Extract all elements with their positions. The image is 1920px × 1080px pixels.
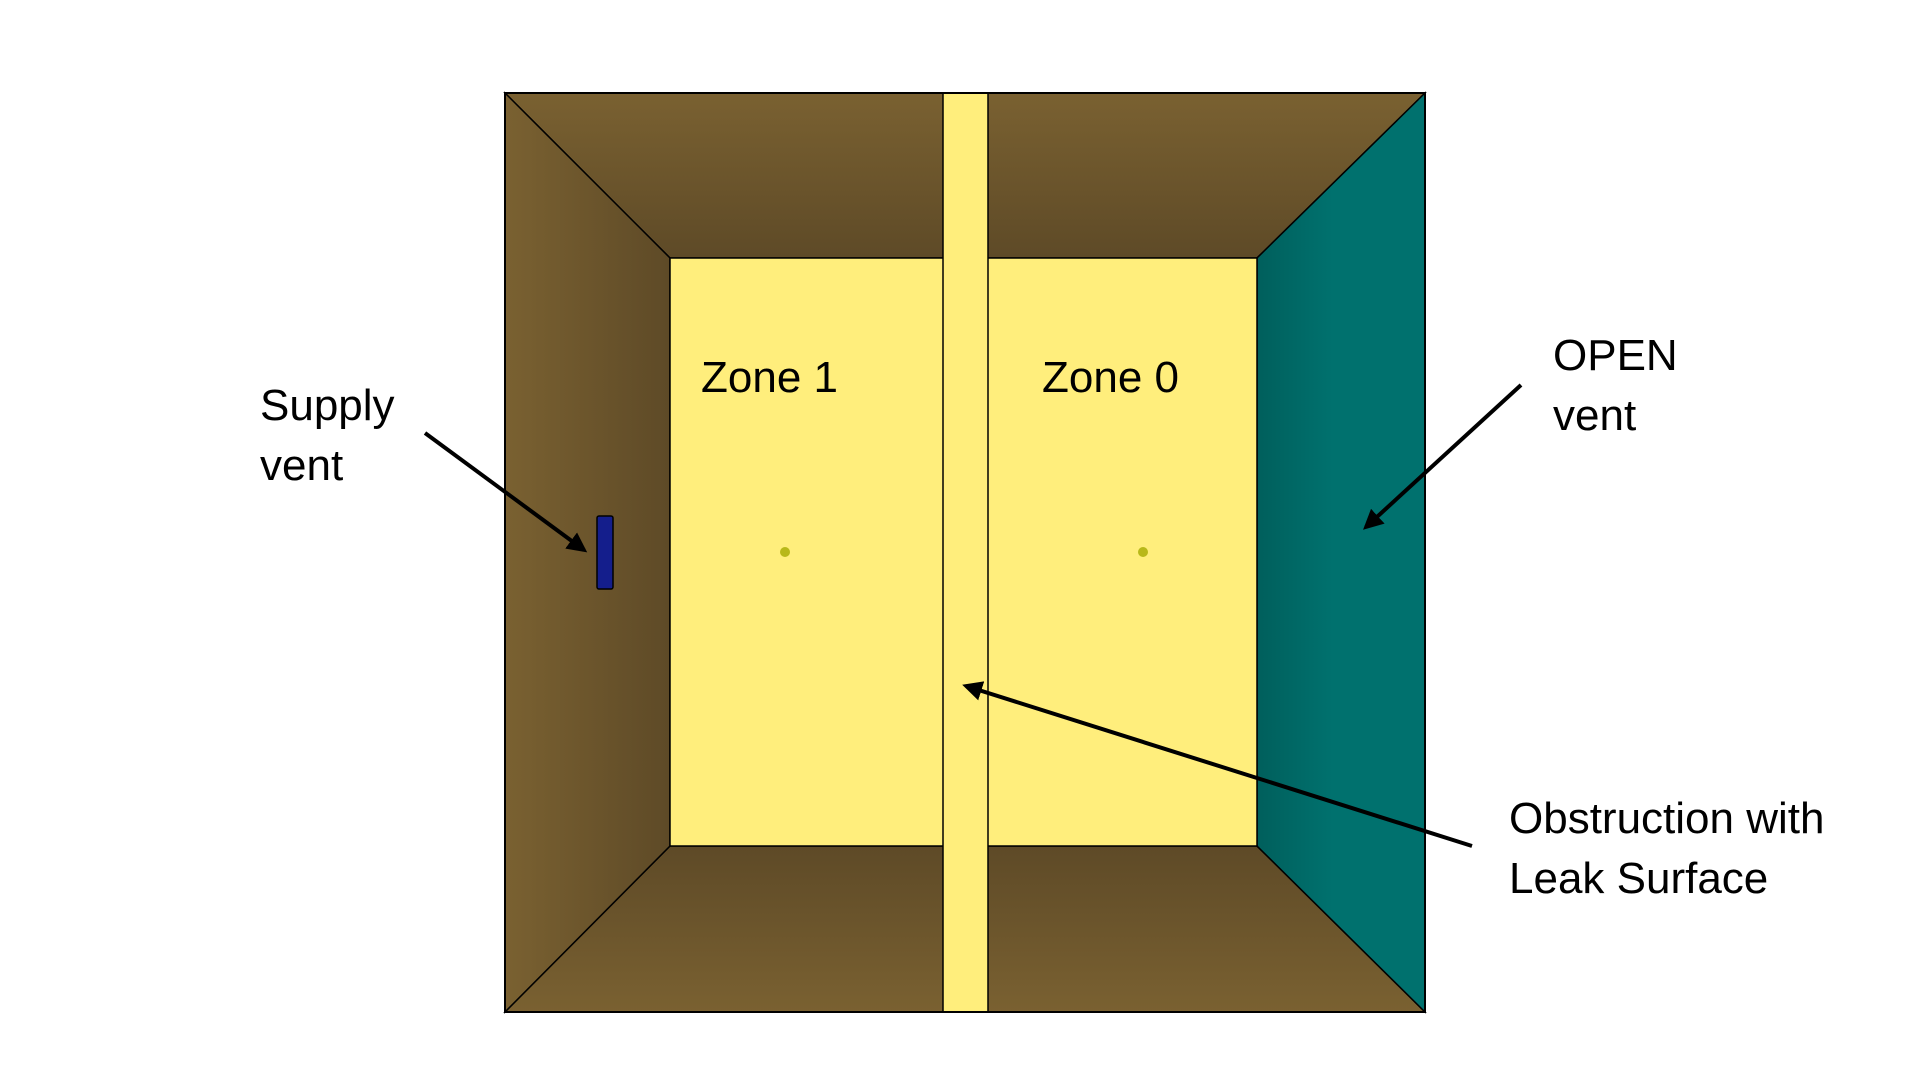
zone-0-marker <box>1138 547 1148 557</box>
supply-vent <box>596 515 614 590</box>
supply-vent-label-line1: Supply <box>260 381 395 430</box>
obstruction-arrow <box>962 681 1473 848</box>
open-vent-arrow <box>1363 383 1523 530</box>
supply-vent-label: Supply vent <box>260 376 395 496</box>
open-vent-label: OPEN vent <box>1553 326 1678 446</box>
obstruction-strip <box>942 92 989 1013</box>
obstruction-label-line2: Leak Surface <box>1509 854 1769 903</box>
open-vent-label-line1: OPEN <box>1553 331 1678 380</box>
open-vent-label-line2: vent <box>1553 391 1637 440</box>
supply-vent-label-line2: vent <box>260 441 344 490</box>
obstruction-label: Obstruction with Leak Surface <box>1509 789 1824 909</box>
supply-vent-arrow <box>423 431 588 553</box>
zone-1-label: Zone 1 <box>701 353 838 402</box>
zone-1-marker <box>780 547 790 557</box>
room-outline <box>504 92 1426 1013</box>
zone-0-label: Zone 0 <box>1042 353 1179 402</box>
obstruction-label-line1: Obstruction with <box>1509 794 1825 843</box>
